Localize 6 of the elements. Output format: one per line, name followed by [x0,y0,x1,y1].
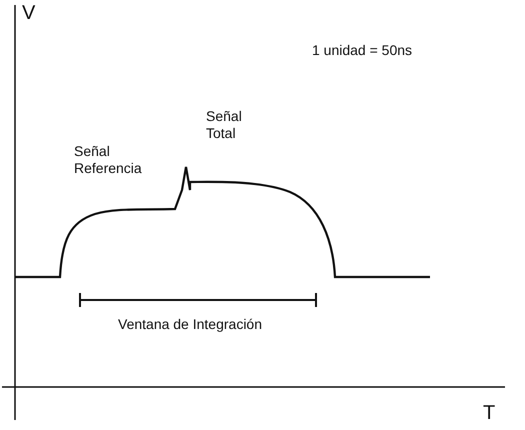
signal-label: Señal Referencia [74,143,143,177]
axis-label: V [22,2,36,25]
window-label: Ventana de Integración [118,316,262,333]
signal-label: Señal Total [206,108,243,142]
scale-note: 1 unidad = 50ns [312,42,412,59]
axis-label: T [483,402,496,425]
